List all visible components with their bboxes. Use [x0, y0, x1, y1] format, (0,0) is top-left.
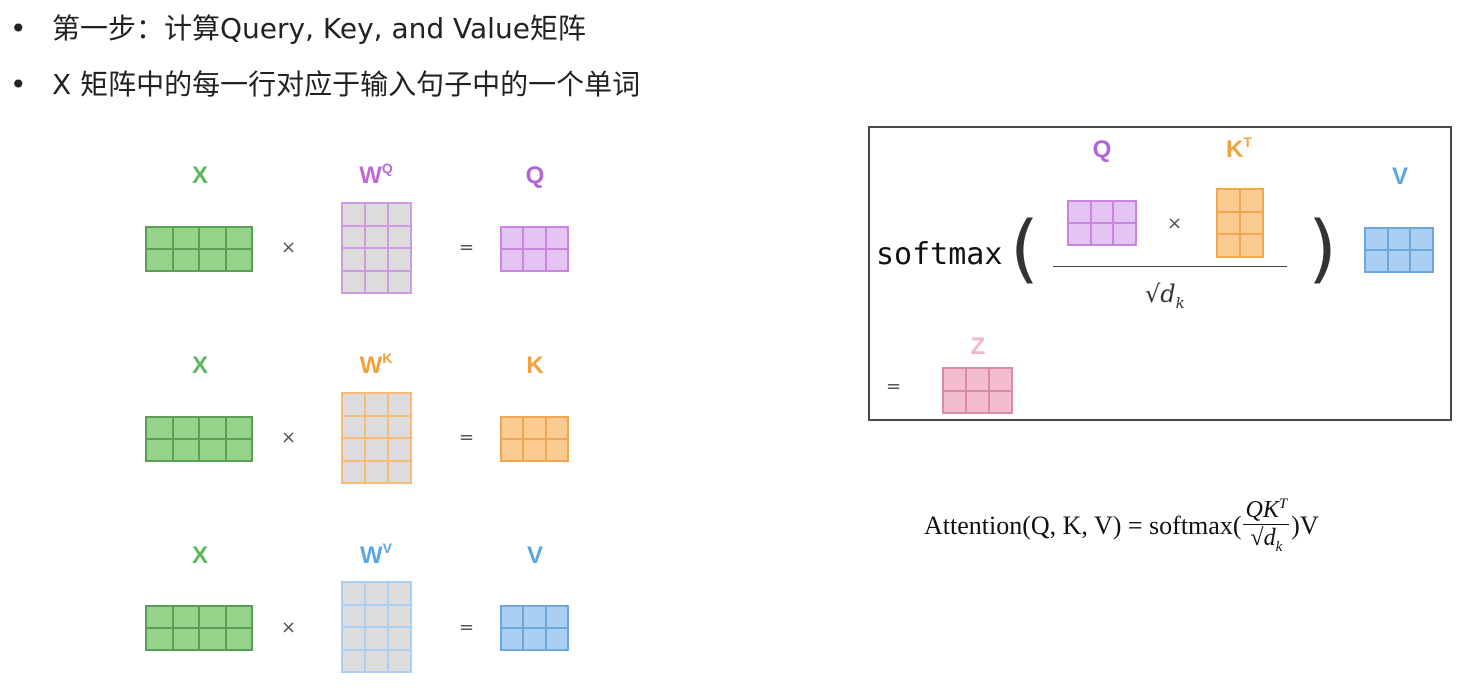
label-sup: V: [382, 540, 392, 556]
box-label-v: V: [1391, 163, 1408, 190]
equals-symbol: =: [459, 617, 475, 638]
box-equals-symbol: =: [886, 376, 902, 397]
sqrt-dk: √dk: [1145, 280, 1185, 312]
times-symbol: ×: [281, 427, 297, 448]
formula-denominator: √dk: [1243, 525, 1289, 556]
times-symbol: ×: [1167, 213, 1183, 234]
attention-diagram-box: [868, 126, 1452, 421]
fraction-line: [1053, 266, 1287, 267]
label-w: W: [359, 162, 382, 189]
matrix-x: [145, 226, 253, 272]
den-text: √d: [1250, 525, 1276, 551]
attention-formula: Attention(Q, K, V) = softmax(QKT√dk)V: [924, 496, 1319, 556]
matrix-wv: [341, 581, 412, 673]
label-x: X: [191, 162, 208, 189]
num-text: QK: [1245, 497, 1279, 523]
box-label-z: Z: [970, 333, 986, 360]
num-sup: T: [1278, 496, 1288, 512]
softmax-label: softmax: [876, 237, 1003, 272]
times-symbol: ×: [281, 617, 297, 638]
matrix-wq: [341, 202, 412, 294]
matrix-v: [500, 605, 569, 651]
matrix-k: [500, 416, 569, 462]
bullet-dot: •: [10, 12, 27, 45]
label-wq: WQ: [340, 160, 412, 190]
matrix-x: [145, 605, 253, 651]
box-matrix-v: [1364, 227, 1434, 273]
times-symbol: ×: [281, 237, 297, 258]
label-v: V: [526, 542, 543, 569]
label-sup: K: [382, 350, 393, 366]
label-sup: Q: [381, 160, 393, 176]
matrix-wk: [341, 392, 412, 484]
label-q: Q: [525, 162, 545, 189]
label-wk: WK: [340, 350, 412, 380]
label-k: K: [526, 352, 544, 379]
bullet-text: X 矩阵中的每一行对应于输入句子中的一个单词: [52, 68, 641, 101]
matrix-x: [145, 416, 253, 462]
matrix-q: [500, 226, 569, 272]
den-sub: k: [1275, 538, 1283, 555]
equals-symbol: =: [459, 237, 475, 258]
box-label-q: Q: [1092, 136, 1112, 163]
box-matrix-q: [1067, 200, 1137, 246]
label-k: K: [1226, 136, 1244, 163]
label-w: W: [360, 542, 383, 569]
label-x: X: [191, 542, 208, 569]
formula-rhs: )V: [1291, 510, 1319, 540]
formula-fraction: QKT√dk: [1243, 496, 1290, 556]
left-paren: (: [1010, 206, 1039, 292]
right-paren: ): [1308, 206, 1337, 292]
box-matrix-z: [942, 367, 1013, 414]
bullet-dot: •: [10, 68, 27, 101]
bullet-text: 第一步：计算Query, Key, and Value矩阵: [52, 12, 586, 45]
sqrt-sub: k: [1175, 293, 1185, 312]
label-w: W: [359, 352, 383, 379]
formula-numerator: QKT: [1243, 496, 1290, 525]
formula-lhs: Attention(Q, K, V) = softmax(: [924, 510, 1242, 540]
equals-symbol: =: [459, 427, 475, 448]
box-matrix-kt: [1216, 188, 1264, 258]
sqrt-d: √d: [1145, 280, 1176, 308]
label-wv: WV: [340, 540, 412, 570]
label-sup: T: [1243, 134, 1252, 150]
box-label-kt: KT: [1214, 134, 1264, 164]
label-x: X: [191, 352, 208, 379]
